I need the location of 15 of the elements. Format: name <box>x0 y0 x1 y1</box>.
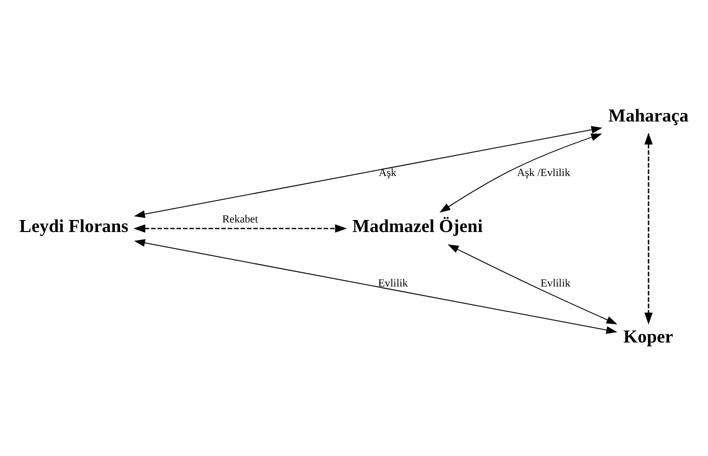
arrow <box>644 132 653 324</box>
arrow <box>448 244 618 324</box>
edge-label: Evlilik <box>378 277 408 290</box>
edge-label: Rekabet <box>222 213 258 226</box>
node-text: Leydi Florans <box>19 216 128 236</box>
edge-label: Evlilik <box>540 277 570 290</box>
node-text: Madmazel Öjeni <box>352 216 483 236</box>
arrow <box>134 238 618 334</box>
node-text: Koper <box>623 326 674 346</box>
node-text: Maharaça <box>608 105 688 126</box>
arrow <box>133 224 347 232</box>
edge-label: Aşk /Evlilik <box>517 166 570 179</box>
edge-label: Aşk <box>378 166 396 179</box>
arrow <box>134 125 602 218</box>
arrow <box>440 133 602 212</box>
